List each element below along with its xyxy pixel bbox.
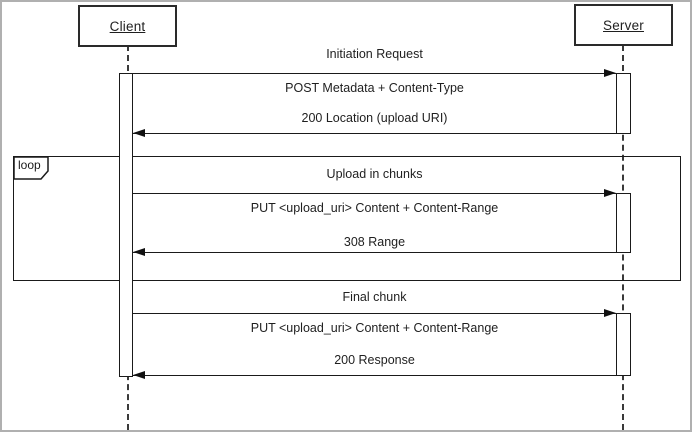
request-arrow-3-head-icon [604, 309, 616, 317]
client-actor-label: Client [109, 18, 146, 34]
server-activation-bar-1 [616, 73, 631, 134]
server-actor-box: Server [574, 4, 673, 46]
response-arrow-1-head-icon [133, 129, 145, 137]
loop-fragment-label: loop [18, 158, 41, 172]
server-activation-bar-2 [616, 193, 631, 253]
section-title-initiation-request: Initiation Request [326, 47, 423, 61]
server-activation-bar-3 [616, 313, 631, 376]
request-arrow-2-head-icon [604, 189, 616, 197]
response-arrow-3-line [133, 375, 616, 376]
loop-fragment-tab [13, 156, 49, 180]
section-title-final-chunk: Final chunk [342, 290, 407, 304]
message-label-200-location: 200 Location (upload URI) [301, 111, 448, 125]
section-title-upload-in-chunks: Upload in chunks [326, 167, 423, 181]
request-arrow-3-line [133, 313, 616, 314]
request-arrow-1-line [133, 73, 616, 74]
server-actor-label: Server [603, 17, 644, 33]
message-label-put-final-chunk: PUT <upload_uri> Content + Content-Range [250, 321, 499, 335]
loop-fragment-box [13, 156, 681, 281]
response-arrow-1-line [133, 133, 616, 134]
message-label-put-chunk: PUT <upload_uri> Content + Content-Range [250, 201, 499, 215]
request-arrow-1-head-icon [604, 69, 616, 77]
message-label-200-response: 200 Response [334, 353, 415, 367]
message-label-308-range: 308 Range [343, 235, 406, 249]
client-activation-bar [119, 73, 133, 377]
response-arrow-2-line [133, 252, 616, 253]
response-arrow-3-head-icon [133, 371, 145, 379]
client-actor-box: Client [78, 5, 177, 47]
response-arrow-2-head-icon [133, 248, 145, 256]
request-arrow-2-line [133, 193, 616, 194]
message-label-post-metadata: POST Metadata + Content-Type [285, 81, 464, 95]
